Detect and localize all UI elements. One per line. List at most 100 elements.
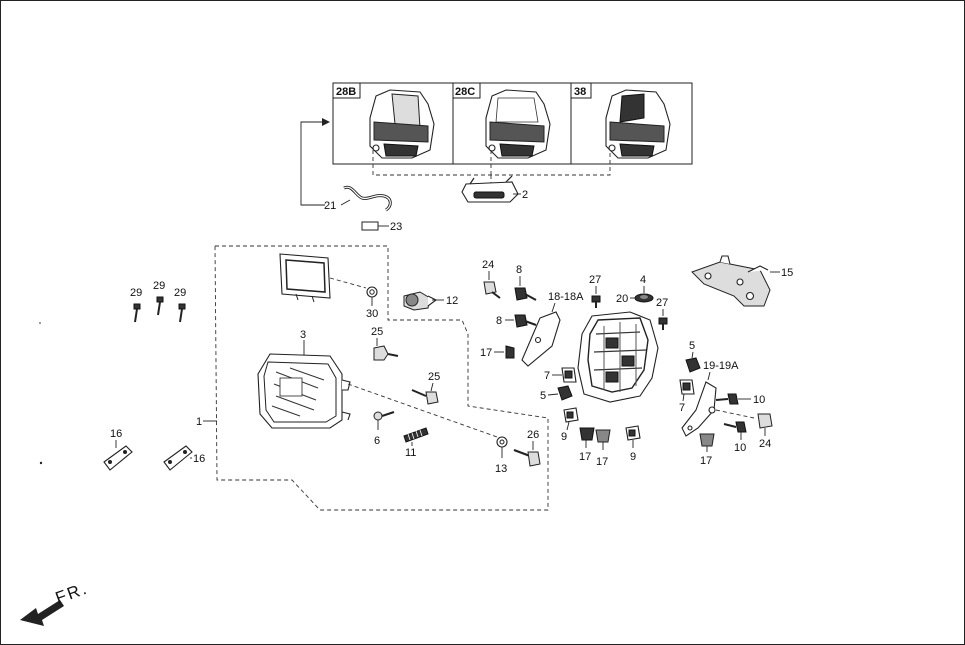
part-24-bolt: 24 — [482, 259, 501, 299]
part-10-bolt-lower: 10 — [723, 421, 747, 454]
part-18-bracket: 18-18A — [521, 291, 584, 367]
headlight-cowl-38 — [605, 89, 671, 159]
svg-text:10: 10 — [734, 442, 746, 454]
variant-label-38: 38 — [570, 82, 592, 99]
svg-text:30: 30 — [366, 308, 378, 320]
front-direction-indicator: FR. — [20, 578, 91, 626]
svg-text:26: 26 — [527, 429, 539, 441]
svg-text:8: 8 — [516, 264, 522, 276]
part-9-clip-left: 9 — [561, 407, 579, 443]
part-4-grommet: 4 — [634, 274, 654, 303]
svg-text:15: 15 — [781, 267, 793, 279]
svg-text:25: 25 — [371, 326, 383, 338]
part-19-bracket: 19-19A — [681, 360, 755, 437]
part-23-label: 23 — [361, 221, 402, 233]
svg-text:21: 21 — [324, 200, 336, 212]
part-29-bolts: 29 29 29 — [130, 280, 186, 323]
part-2-bracket: 2 — [461, 175, 528, 203]
svg-text:5: 5 — [540, 390, 546, 402]
svg-text:17: 17 — [700, 455, 712, 467]
part-12-bulb: 12 — [403, 291, 458, 311]
svg-text:FR.: FR. — [53, 578, 91, 607]
part-13-washer: 13 — [495, 436, 508, 475]
svg-text:28C: 28C — [455, 86, 475, 98]
part-5-nut-left: 5 — [540, 385, 573, 402]
part-25-bolt-upper: 25 — [371, 326, 399, 361]
svg-text:23: 23 — [390, 221, 402, 233]
svg-text:25: 25 — [428, 371, 440, 383]
svg-text:18-18A: 18-18A — [548, 291, 584, 303]
part-3-headlight: 3 — [257, 329, 501, 439]
part-30-grommet: 30 — [366, 286, 378, 320]
svg-text:29: 29 — [153, 280, 165, 292]
svg-text:19-19A: 19-19A — [703, 360, 739, 372]
svg-text:16: 16 — [110, 428, 122, 440]
part-7-clip-right: 7 — [679, 379, 695, 414]
svg-text:17: 17 — [596, 456, 608, 468]
part-16-plate-a: 16 — [103, 428, 133, 471]
mark-dot — [39, 461, 43, 465]
svg-text:6: 6 — [374, 435, 380, 447]
svg-text:7: 7 — [544, 370, 550, 382]
part-5-nut-right: 5 — [685, 340, 701, 373]
part-17-nut-mid-b: 17 — [595, 429, 611, 468]
svg-text:16: 16 — [193, 453, 205, 465]
variant-label-28c: 28C — [452, 82, 481, 99]
part-8-bolt-upper: 8 — [514, 264, 537, 301]
svg-text:7: 7 — [679, 402, 685, 414]
part-25-bolt-lower: 25 — [411, 371, 440, 405]
part-17-nut-mid-a: 17 — [579, 427, 595, 463]
svg-text:28B: 28B — [336, 86, 356, 98]
svg-text:27: 27 — [656, 297, 668, 309]
leader-to-variants — [300, 121, 325, 206]
mark-dot — [39, 322, 41, 324]
front-arrow-icon — [20, 600, 64, 626]
part-24-bolt-right: 24 — [757, 413, 773, 450]
part-9-clip-right: 9 — [625, 425, 641, 463]
part-15-stay: 15 — [691, 255, 793, 307]
part-6-screw: 6 — [373, 411, 395, 447]
svg-text:29: 29 — [130, 287, 142, 299]
part-11-spring: 11 — [403, 427, 429, 459]
svg-text:9: 9 — [630, 451, 636, 463]
svg-text:12: 12 — [446, 295, 458, 307]
svg-text:24: 24 — [482, 259, 494, 271]
part-27-screw-a: 27 — [589, 274, 601, 308]
headlight-cowl-28c — [485, 89, 551, 159]
part-8-bolt-lower: 8 — [496, 314, 537, 328]
part-7-clip-left: 7 — [544, 367, 577, 383]
svg-text:4: 4 — [640, 274, 646, 286]
svg-text:3: 3 — [300, 329, 306, 341]
assembly-outline — [214, 245, 549, 511]
part-17-nut-left: 17 — [480, 345, 515, 359]
variant-label-28b: 28B — [332, 82, 361, 99]
svg-text:10: 10 — [753, 394, 765, 406]
part-21-clip: 21 — [324, 185, 392, 212]
svg-text:13: 13 — [495, 463, 507, 475]
svg-text:9: 9 — [561, 431, 567, 443]
svg-text:29: 29 — [174, 287, 186, 299]
part-26-adjust-screw: 26 — [513, 429, 541, 467]
headlight-bezel — [279, 253, 367, 303]
headlight-case — [577, 311, 659, 403]
svg-text:1: 1 — [196, 416, 202, 428]
part-20-label: 20 — [616, 293, 638, 305]
arrow-icon — [322, 118, 330, 126]
svg-text:5: 5 — [689, 340, 695, 352]
part-10-bolt-upper: 10 — [715, 393, 765, 406]
svg-text:17: 17 — [579, 451, 591, 463]
svg-text:11: 11 — [405, 447, 416, 459]
headlight-cowl-28b — [369, 89, 435, 159]
svg-text:2: 2 — [522, 189, 528, 201]
svg-text:8: 8 — [496, 315, 502, 327]
svg-text:20: 20 — [616, 293, 628, 305]
svg-text:24: 24 — [759, 438, 771, 450]
part-27-screw-b: 27 — [656, 297, 668, 330]
variant-box: 28B 28C 38 — [332, 82, 693, 188]
svg-text:17: 17 — [480, 347, 492, 359]
part-16-plate-b: 16 — [163, 445, 205, 471]
part-17-nut-right: 17 — [699, 433, 715, 467]
svg-text:27: 27 — [589, 274, 601, 286]
